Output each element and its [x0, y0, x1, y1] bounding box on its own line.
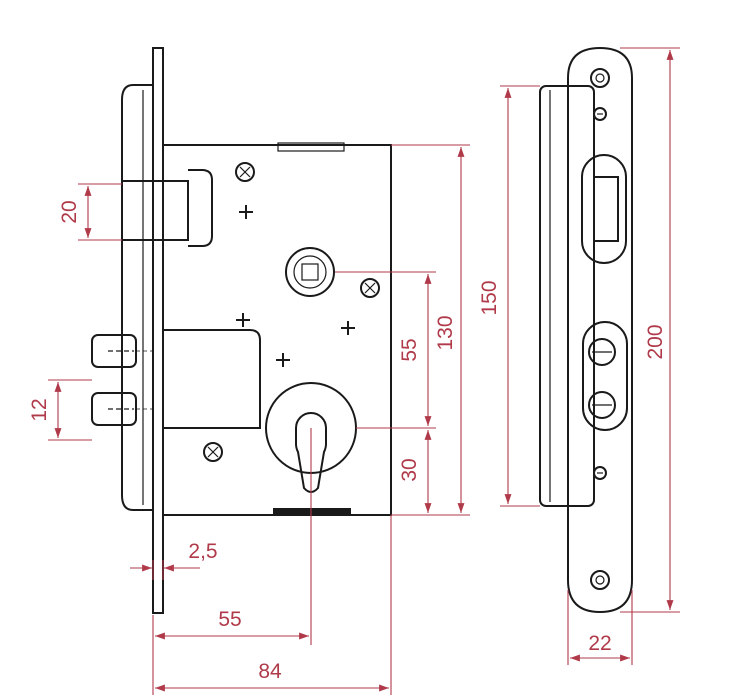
- dim-label-84: 84: [258, 660, 282, 683]
- dim-label-20: 20: [58, 200, 81, 223]
- dim-label-30: 30: [398, 458, 421, 481]
- forend-front-view: [539, 46, 633, 614]
- dim-label-22: 22: [588, 632, 611, 655]
- dim-label-55-vertical: 55: [398, 338, 421, 361]
- dimension-labels: 20 12 2,5 55 84 55 130 30 150 200 22: [28, 200, 667, 683]
- dimension-lines: [48, 47, 680, 695]
- dim-label-2-5: 2,5: [188, 540, 217, 563]
- dim-label-130: 130: [434, 315, 457, 350]
- strike-plate: [567, 46, 633, 614]
- forend-body: [539, 85, 595, 507]
- latch-slot: [582, 321, 628, 431]
- forend-screw-upper: [593, 107, 607, 121]
- screws: [203, 162, 380, 462]
- dim-label-55-backset: 55: [218, 608, 241, 631]
- latch-pins: [91, 334, 152, 426]
- deadbolt-slot: [581, 154, 627, 264]
- strike-screw-bottom: [590, 570, 610, 590]
- strike-screw-top: [590, 68, 610, 88]
- dim-label-150: 150: [478, 280, 501, 315]
- lock-side-view: [91, 47, 392, 614]
- forend-bracket: [121, 84, 152, 511]
- deadbolt: [122, 169, 213, 247]
- case-bottom-notch: [273, 508, 351, 516]
- rivets: [236, 205, 355, 367]
- dim-label-12: 12: [28, 398, 51, 421]
- case-top-notch: [277, 142, 345, 152]
- forend-screw-lower: [593, 466, 607, 480]
- latch-housing: [163, 329, 261, 429]
- handle-follower: [285, 247, 335, 297]
- faceplate: [152, 47, 164, 614]
- dim-label-200: 200: [644, 324, 667, 359]
